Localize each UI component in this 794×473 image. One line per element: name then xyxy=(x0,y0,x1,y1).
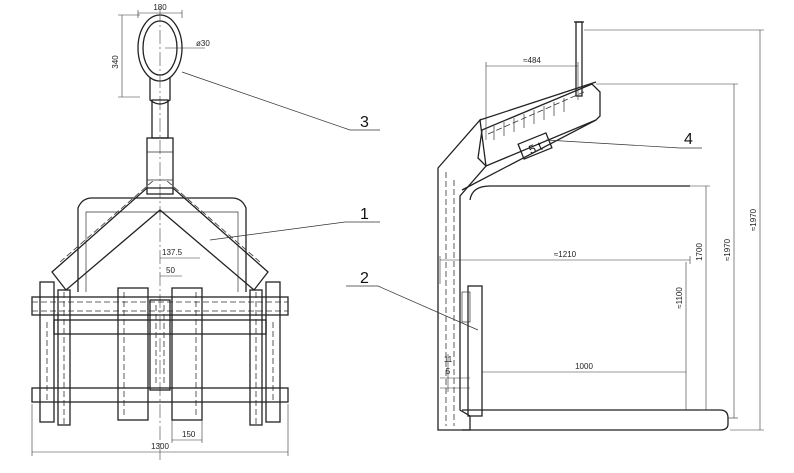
dim-small-5: 5 xyxy=(446,367,451,376)
part-label-1: 1 xyxy=(360,206,369,223)
dim-inner-height: ≈1100 xyxy=(675,287,684,309)
dim-fifty: 50 xyxy=(166,266,175,275)
dim-ring-diameter: ø30 xyxy=(196,39,210,48)
dim-total-width: 1300 xyxy=(151,442,169,451)
dim-fork-width: 150 xyxy=(182,430,196,439)
dim-ring-height: 340 xyxy=(111,55,120,69)
dim-height-1970: ≈1970 xyxy=(723,238,732,261)
dim-fork-length: 1000 xyxy=(575,362,593,371)
part-label-4: 4 xyxy=(684,131,693,148)
part-label-2: 2 xyxy=(360,270,369,287)
dim-small-11: 11 xyxy=(444,355,453,364)
dim-top-length: ≈484 xyxy=(523,56,541,65)
dim-offset: 137.5 xyxy=(162,248,183,257)
load-plate: 5 t xyxy=(527,139,545,157)
side-view: 5 t ≈484 ≈1210 ≈1100 1000 1700 ≈1970 xyxy=(346,21,764,431)
dim-overall-height: ≈1970 xyxy=(749,208,758,231)
part-label-3: 3 xyxy=(360,114,369,131)
front-view: 180 340 ø30 xyxy=(31,3,380,460)
dim-ring-width: 180 xyxy=(153,3,167,12)
dim-inner-length: ≈1210 xyxy=(554,250,577,259)
dim-height-1700: 1700 xyxy=(695,243,704,261)
